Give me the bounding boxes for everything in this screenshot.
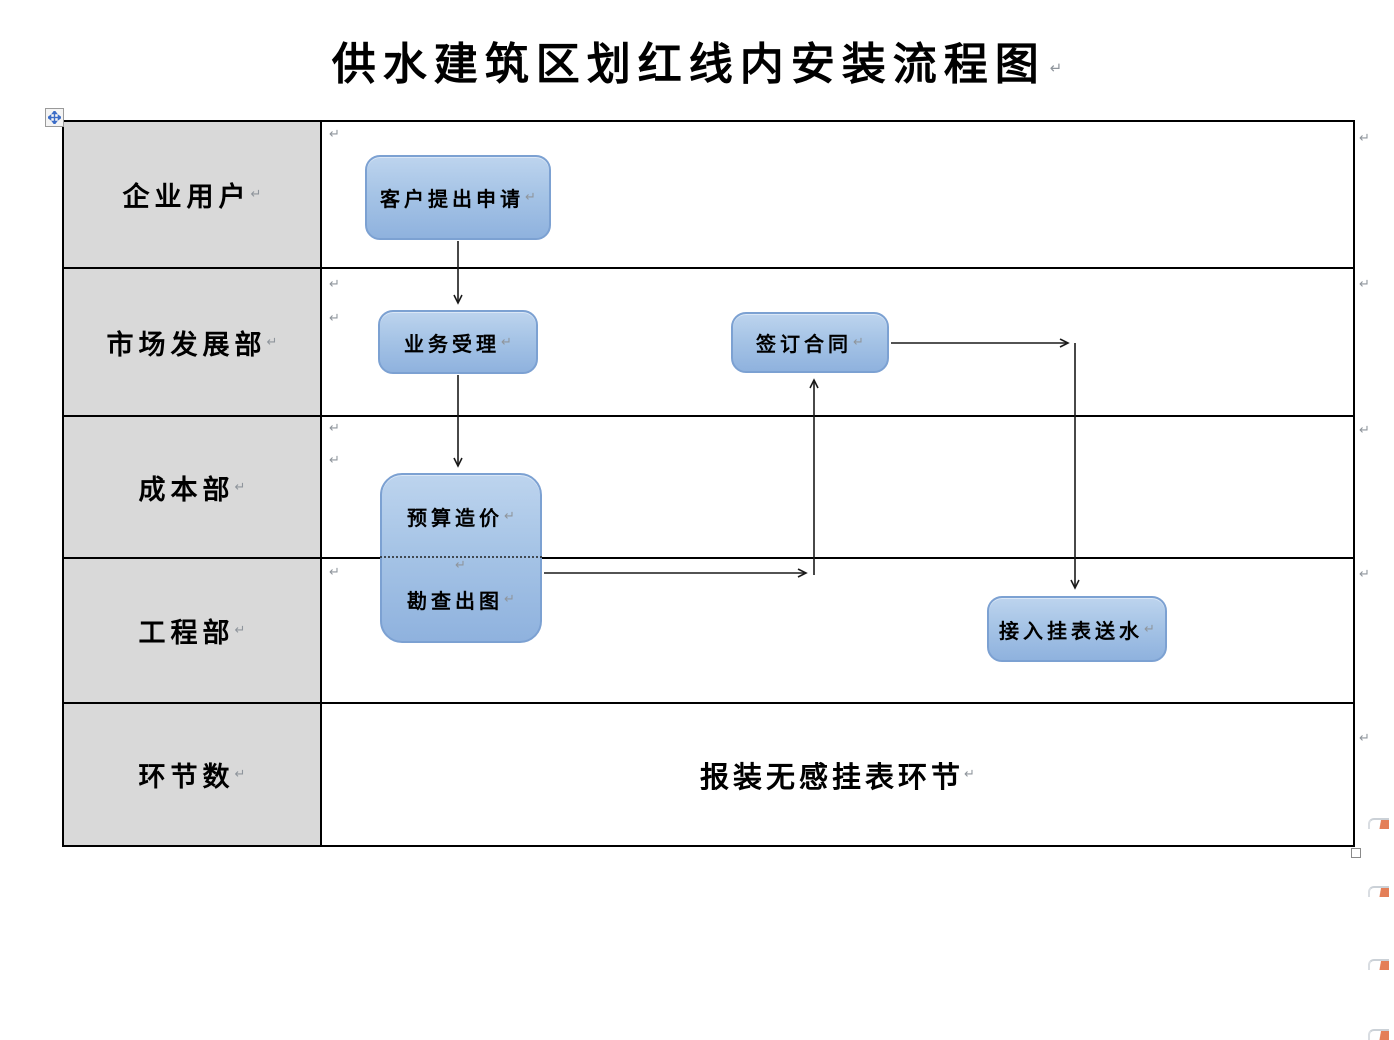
- paragraph-mark-icon: ↵: [234, 479, 246, 495]
- paragraph-mark-icon: ↵: [329, 421, 340, 436]
- node-label: 客户提出申请: [380, 189, 525, 211]
- node-connect-meter[interactable]: 接入挂表送水↵: [987, 596, 1167, 662]
- margin-mark-icon: [1368, 1029, 1389, 1040]
- lane-row-cost-dept: 成本部↵: [64, 417, 1353, 559]
- footer-note-text: 报装无感挂表环节: [700, 761, 965, 794]
- lane-label-text: 企业用户: [122, 182, 251, 212]
- title-row: 供水建筑区划红线内安装流程图↵: [0, 28, 1394, 92]
- lane-label-text: 工程部: [138, 618, 235, 648]
- node-budget-estimate[interactable]: 预算造价↵: [382, 475, 540, 558]
- margin-mark-icon: [1368, 886, 1389, 897]
- lane-label-text: 成本部: [138, 474, 235, 505]
- move-cross-icon: [48, 111, 61, 124]
- page-title: 供水建筑区划红线内安装流程图: [331, 40, 1046, 89]
- lane-label-market-dev[interactable]: 市场发展部↵: [64, 269, 322, 415]
- lane-content-step-count: 报装无感挂表环节↵: [322, 704, 1353, 845]
- paragraph-mark-icon: ↵: [1049, 59, 1063, 77]
- node-sign-contract[interactable]: 签订合同↵: [731, 312, 889, 373]
- node-survey-drawing[interactable]: 勘查出图↵: [382, 558, 540, 641]
- lane-label-step-count[interactable]: 环节数↵: [64, 704, 322, 845]
- lane-label-cost-dept[interactable]: 成本部↵: [64, 417, 322, 557]
- table-move-handle[interactable]: [45, 108, 64, 127]
- lane-label-enterprise-user[interactable]: 企业用户↵: [64, 122, 322, 267]
- paragraph-mark-icon: ↵: [250, 187, 262, 202]
- paragraph-mark-icon: ↵: [329, 311, 340, 326]
- paragraph-mark-icon: ↵: [501, 334, 512, 350]
- node-business-accept[interactable]: 业务受理↵: [378, 310, 538, 374]
- row-end-mark-icon: ↵: [1359, 567, 1370, 582]
- table-resize-handle[interactable]: [1351, 848, 1361, 858]
- paragraph-mark-icon: ↵: [329, 453, 340, 468]
- paragraph-mark-icon: ↵: [329, 565, 340, 580]
- margin-mark-icon: [1368, 818, 1389, 829]
- lane-row-market-dev: 市场发展部↵: [64, 269, 1353, 417]
- lane-label-engineering-dept[interactable]: 工程部↵: [64, 559, 322, 702]
- lane-label-text: 环节数: [138, 762, 235, 792]
- paragraph-mark-icon: ↵: [234, 623, 246, 638]
- paragraph-mark-icon: ↵: [504, 592, 515, 607]
- lane-row-engineering-dept: 工程部↵: [64, 559, 1353, 704]
- margin-mark-icon: [1368, 959, 1389, 970]
- node-customer-apply[interactable]: 客户提出申请↵: [365, 155, 551, 240]
- paragraph-mark-icon: ↵: [504, 509, 515, 524]
- paragraph-mark-icon: ↵: [455, 558, 466, 573]
- row-end-mark-icon: ↵: [1359, 131, 1370, 146]
- lane-label-text: 市场发展部: [106, 329, 267, 360]
- row-end-mark-icon: ↵: [1359, 277, 1370, 292]
- node-budget-and-survey[interactable]: 预算造价↵ 勘查出图↵: [380, 473, 542, 643]
- paragraph-mark-icon: ↵: [234, 767, 246, 782]
- paragraph-mark-icon: ↵: [964, 767, 975, 782]
- node-label: 业务受理: [404, 333, 501, 356]
- footer-note: 报装无感挂表环节↵: [322, 704, 1353, 845]
- node-label: 预算造价: [407, 508, 504, 530]
- row-end-mark-icon: ↵: [1359, 731, 1370, 746]
- paragraph-mark-icon: ↵: [525, 190, 536, 205]
- row-end-mark-icon: ↵: [1359, 423, 1370, 438]
- swimlane-table: 企业用户↵ 市场发展部↵ 成本部↵ 工程部↵ 环节数↵ 报装无感挂表环节↵: [62, 120, 1355, 847]
- node-label: 勘查出图: [407, 591, 504, 613]
- paragraph-mark-icon: ↵: [329, 277, 340, 292]
- paragraph-mark-icon: ↵: [329, 127, 340, 142]
- paragraph-mark-icon: ↵: [1144, 621, 1155, 637]
- paragraph-mark-icon: ↵: [266, 334, 278, 350]
- node-label: 签订合同: [756, 334, 853, 356]
- lane-row-step-count: 环节数↵ 报装无感挂表环节↵: [64, 704, 1353, 845]
- node-label: 接入挂表送水: [999, 620, 1144, 643]
- paragraph-mark-icon: ↵: [853, 335, 864, 350]
- lane-row-enterprise-user: 企业用户↵: [64, 122, 1353, 269]
